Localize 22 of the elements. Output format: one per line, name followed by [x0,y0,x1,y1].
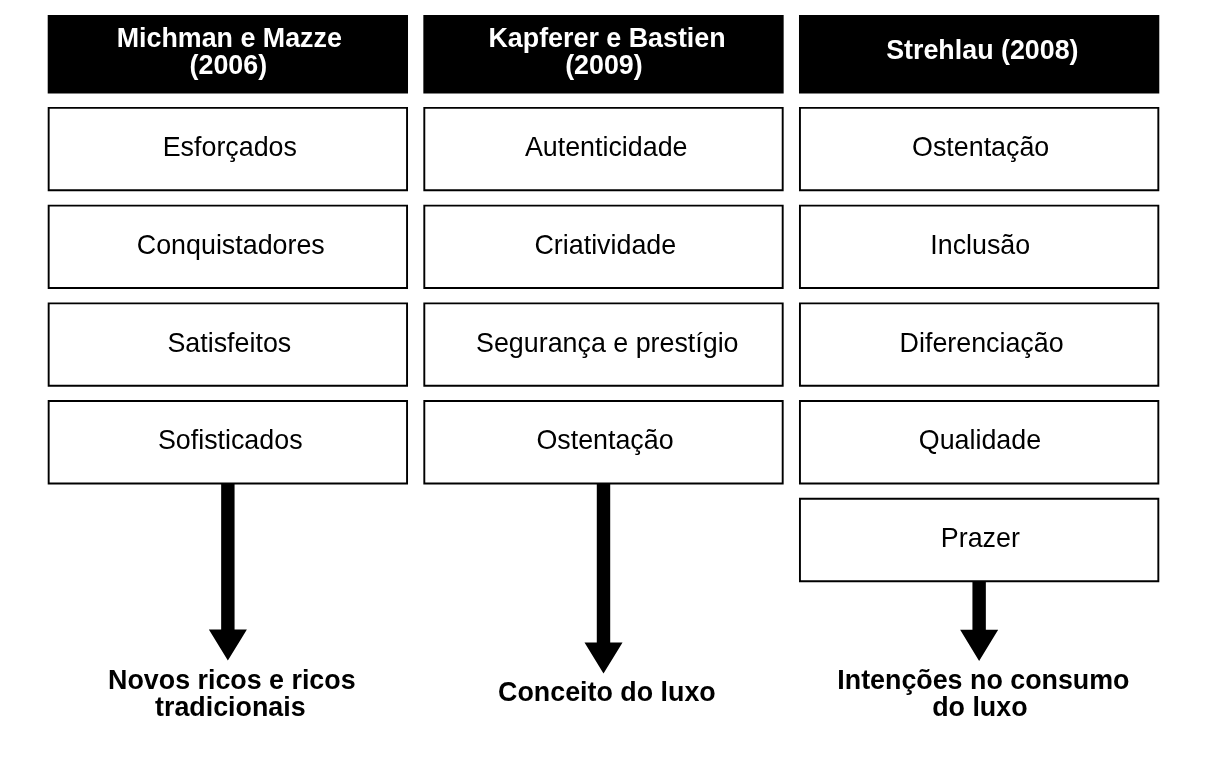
arrow [208,483,247,661]
node-box: Ostentação [422,400,784,485]
node-box: Conquistadores [47,204,408,289]
node-box: Autenticidade [422,106,784,192]
node-box: Diferenciação [798,302,1159,387]
arrow [584,483,623,674]
node-box: Kapferer e Bastien (2009) [422,14,784,94]
node-box: Michman e Mazze (2006) [47,14,408,94]
node-box: Criatividade [422,204,784,289]
node-box: Esforçados [47,106,408,192]
node-box: Inclusão [798,204,1159,289]
node-box: Prazer [798,497,1159,583]
node-text: Conceito do luxo [497,677,716,708]
node-box: Sofisticados [47,400,408,485]
node-box: Strehlau (2008) [798,14,1159,94]
node-box: Ostentação [798,106,1159,192]
node-text: Novos ricos e ricos tradicionais [107,664,356,722]
node-box: Satisfeitos [47,302,408,387]
node-box: Qualidade [798,400,1159,485]
arrow [959,582,998,661]
node-box: Segurança e prestígio [422,302,784,387]
node-text: Intenções no consumo do luxo [836,664,1129,722]
